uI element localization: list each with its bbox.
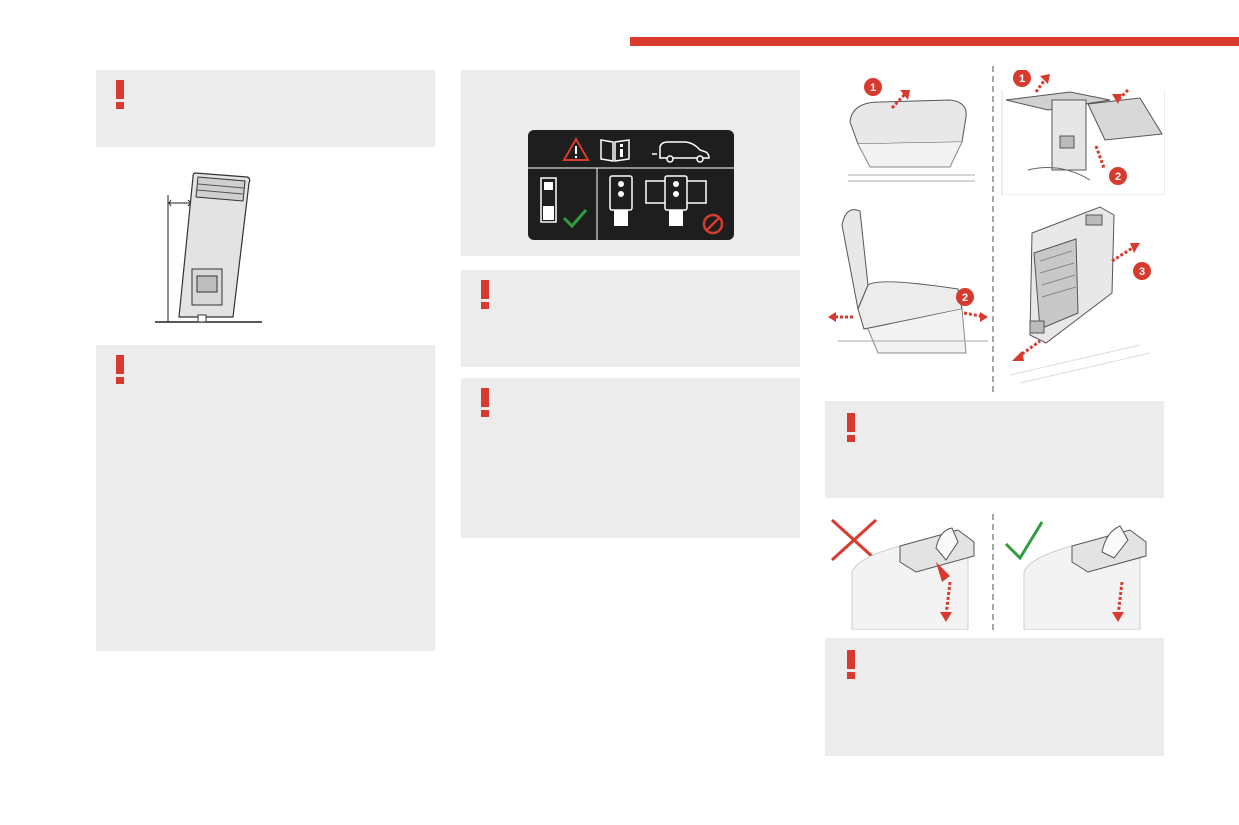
prohibited-icon xyxy=(702,213,724,235)
step-2-seat-slide-illustration: 2 xyxy=(828,209,988,354)
incorrect-grip-illustration xyxy=(830,518,975,630)
vehicle-icon xyxy=(652,141,710,163)
check-icon xyxy=(562,209,588,229)
warning-box-6 xyxy=(825,638,1164,756)
cross-icon xyxy=(830,518,878,562)
read-manual-icon xyxy=(600,139,630,162)
exclamation-icon xyxy=(479,388,491,418)
svg-text:1: 1 xyxy=(1019,73,1025,85)
exclamation-icon xyxy=(114,80,126,110)
exclamation-icon xyxy=(845,413,857,443)
correct-grip-illustration xyxy=(1004,521,1147,630)
isofix-label-graphic xyxy=(528,130,734,240)
warning-box-2 xyxy=(96,345,435,651)
warning-box-1 xyxy=(96,70,435,147)
warning-box-3 xyxy=(461,270,800,367)
illustration-divider xyxy=(992,66,994,392)
exclamation-icon xyxy=(479,280,491,310)
svg-text:3: 3 xyxy=(1139,266,1145,278)
grip-divider xyxy=(992,514,994,630)
step-1-armrest-illustration: 1 xyxy=(848,78,975,182)
check-icon xyxy=(1004,521,1044,561)
svg-text:2: 2 xyxy=(962,292,968,304)
isofix-label-panel xyxy=(461,70,800,256)
step-1-2-console-illustration: 1 2 xyxy=(1001,70,1165,195)
warning-triangle-icon xyxy=(562,136,590,161)
header-accent-bar xyxy=(630,37,1239,46)
svg-text:2: 2 xyxy=(1115,171,1121,183)
exclamation-icon xyxy=(845,650,857,680)
step-3-console-removal-illustration: 3 xyxy=(1009,206,1151,384)
seat-tilt-illustration xyxy=(155,172,262,323)
warning-box-5 xyxy=(825,401,1164,498)
callout-1: 1 xyxy=(870,82,876,94)
exclamation-icon xyxy=(114,355,126,385)
warning-box-4 xyxy=(461,378,800,538)
